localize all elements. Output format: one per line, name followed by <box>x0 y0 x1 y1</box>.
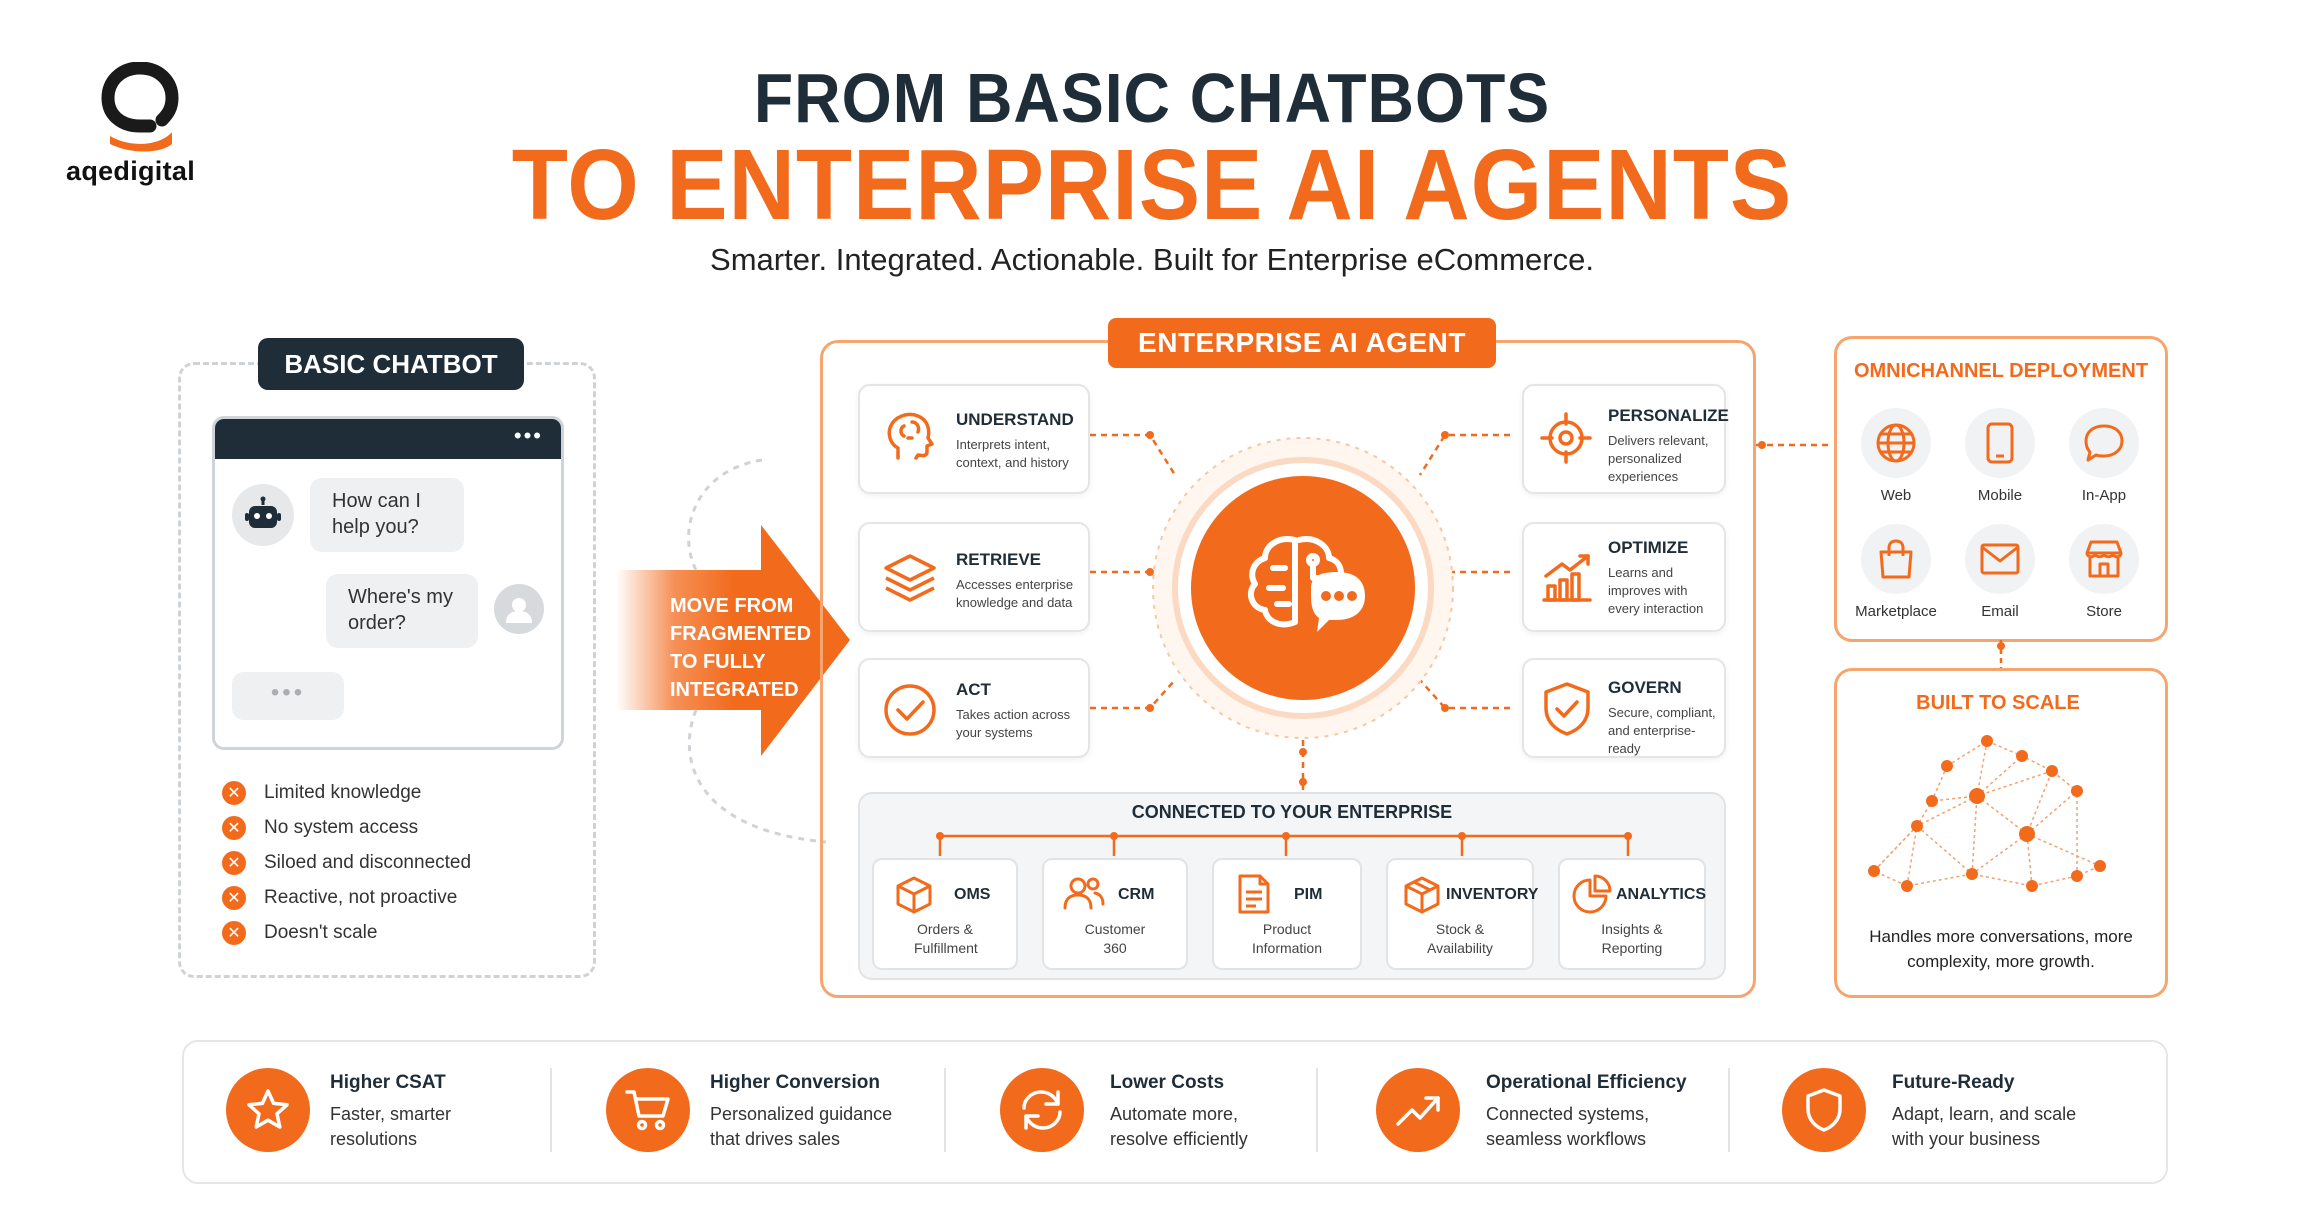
globe-icon <box>1876 423 1916 463</box>
network-graph-icon <box>1868 735 2106 892</box>
target-icon <box>1540 412 1592 464</box>
user-avatar <box>494 584 544 634</box>
channel-mobile: Mobile <box>1950 408 2050 504</box>
check-circle-icon <box>882 682 938 738</box>
brain-chat-icon <box>1247 536 1365 632</box>
enterprise-systems-title: CONNECTED TO YOUR ENTERPRISE <box>1131 802 1453 822</box>
agent-connectors <box>1090 431 1510 790</box>
users-icon <box>1062 874 1106 914</box>
chat-menu-dots[interactable]: ••• <box>513 423 543 448</box>
store-icon <box>2085 540 2123 578</box>
capability-understand: UNDERSTAND Interprets intent, context, a… <box>858 384 1090 494</box>
transition-arrow-text: MOVE FROM FRAGMENTED TO FULLY INTEGRATED <box>670 595 812 701</box>
capability-personalize: PERSONALIZE Delivers relevant, personali… <box>1522 384 1729 494</box>
limitations-list: ✕Limited knowledge ✕No system access ✕Si… <box>222 775 562 950</box>
system-card-oms: OMS Orders & Fulfillment <box>872 858 1018 970</box>
layers-icon <box>882 550 938 606</box>
pie-chart-icon <box>1572 874 1612 914</box>
list-item: ✕Doesn't scale <box>222 915 562 950</box>
capability-act: ACT Takes action across your systems <box>858 658 1090 758</box>
brain-head-icon <box>882 408 938 464</box>
star-icon <box>226 1068 310 1152</box>
shield-icon <box>1782 1068 1866 1152</box>
list-item: ✕No system access <box>222 810 562 845</box>
email-icon <box>1980 543 2020 575</box>
page-title-line1: FROM BASIC CHATBOTS <box>753 59 1551 137</box>
chat-bubble-icon <box>2084 424 2124 462</box>
system-card-pim: PIM Product Information <box>1212 858 1362 970</box>
cart-icon <box>606 1068 690 1152</box>
benefit-operational-efficiency: Operational Efficiency Connected systems… <box>1336 1040 1736 1184</box>
x-circle-icon: ✕ <box>222 850 246 875</box>
growth-chart-icon <box>1540 552 1594 604</box>
bot-message-bubble: How can I help you? <box>310 478 464 552</box>
omnichannel-title: OMNICHANNEL DEPLOYMENT <box>1853 360 2149 382</box>
system-card-inventory: INVENTORY Stock & Availability <box>1386 858 1538 970</box>
transition-arrow <box>616 458 850 844</box>
omni-connector <box>1756 441 1832 449</box>
benefit-divider <box>1316 1068 1318 1152</box>
capability-optimize: OPTIMIZE Learns and improves with every … <box>1522 522 1726 632</box>
built-to-scale-desc: Handles more conversations, more complex… <box>1869 927 2133 971</box>
bot-avatar <box>232 484 294 546</box>
x-circle-icon: ✕ <box>222 920 246 945</box>
box-icon <box>894 874 934 914</box>
list-item: ✕Siloed and disconnected <box>222 845 562 880</box>
mobile-icon <box>1986 422 2014 464</box>
shield-check-icon <box>1542 680 1592 738</box>
brand-name: aqedigital <box>66 156 196 186</box>
enterprise-connectors <box>936 832 1632 856</box>
brand-logo <box>100 62 180 152</box>
channel-in-app: In-App <box>2054 408 2154 504</box>
user-message-bubble: Where's my order? <box>326 574 478 648</box>
channel-store: Store <box>2054 524 2154 620</box>
capability-govern: GOVERN Secure, compliant, and enterprise… <box>1522 658 1726 758</box>
system-card-analytics: ANALYTICS Insights & Reporting <box>1558 858 1706 970</box>
x-circle-icon: ✕ <box>222 885 246 910</box>
benefit-divider <box>1728 1068 1730 1152</box>
inventory-icon <box>1402 874 1442 914</box>
typing-indicator: ••• <box>232 672 344 720</box>
page-title-line2: TO ENTERPRISE AI AGENTS <box>511 129 1793 241</box>
x-circle-icon: ✕ <box>222 815 246 840</box>
x-circle-icon: ✕ <box>222 780 246 805</box>
list-item: ✕Limited knowledge <box>222 775 562 810</box>
channel-marketplace: Marketplace <box>1846 524 1946 620</box>
benefit-divider <box>550 1068 552 1152</box>
capability-retrieve: RETRIEVE Accesses enterprise knowledge a… <box>858 522 1090 632</box>
aqedigital-logo-icon <box>101 62 179 152</box>
chat-window-titlebar: ••• <box>215 419 561 459</box>
list-item: ✕Reactive, not proactive <box>222 880 562 915</box>
user-icon <box>506 598 532 623</box>
channel-email: Email <box>1950 524 2050 620</box>
robot-icon <box>245 496 281 528</box>
refresh-icon <box>1000 1068 1084 1152</box>
document-icon <box>1236 874 1272 914</box>
scale-connector <box>1997 640 2005 668</box>
benefit-divider <box>944 1068 946 1152</box>
shopping-bag-icon <box>1879 539 1913 579</box>
trend-up-icon <box>1376 1068 1460 1152</box>
built-to-scale-panel <box>1834 668 2168 998</box>
system-card-crm: CRM Customer 360 <box>1042 858 1188 970</box>
channel-web: Web <box>1846 408 1946 504</box>
built-to-scale-title: BUILT TO SCALE <box>1916 692 2080 714</box>
benefit-lower-costs: Lower Costs Automate more,resolve effici… <box>960 1040 1340 1184</box>
basic-chatbot-label: BASIC CHATBOT <box>258 338 524 390</box>
page-subtitle: Smarter. Integrated. Actionable. Built f… <box>710 242 1594 277</box>
enterprise-agent-label: ENTERPRISE AI AGENT <box>1108 318 1496 368</box>
